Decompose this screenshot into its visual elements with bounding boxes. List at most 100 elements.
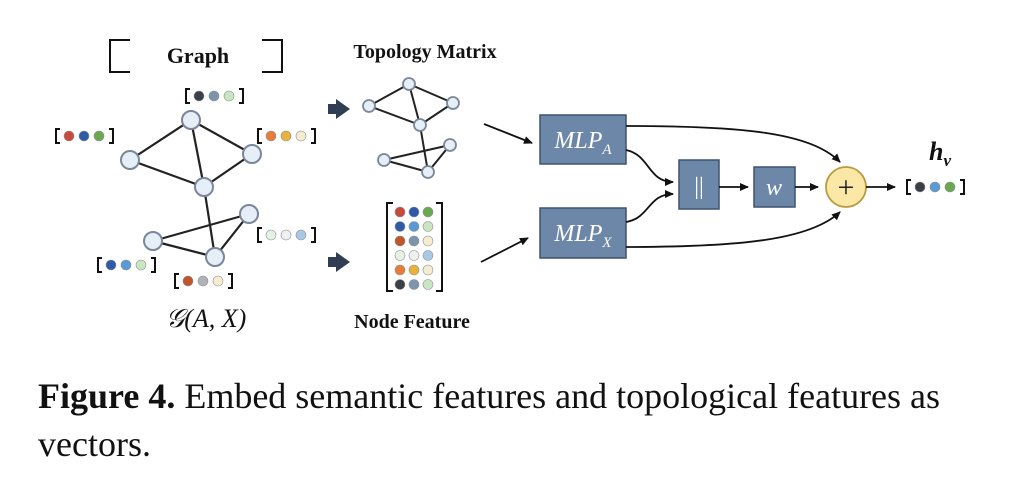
matrix-bracket-right <box>436 202 443 292</box>
vector-bracket-right <box>239 88 244 104</box>
weight-box: w <box>753 166 796 208</box>
arrow-to-mlp-x <box>480 237 529 263</box>
topology-node <box>446 96 460 110</box>
vector-dot <box>223 90 235 102</box>
vector-bracket-left <box>257 128 262 144</box>
concat-box: || <box>678 159 720 210</box>
matrix-dot <box>394 264 406 276</box>
vector-dot <box>265 130 277 142</box>
weight-label: w <box>766 175 782 201</box>
svg-text:hv: hv <box>929 137 951 170</box>
output-label: h <box>929 137 943 166</box>
node-feature-vectors <box>55 88 316 289</box>
vector-bracket-left <box>257 227 262 243</box>
topology-node <box>362 99 376 113</box>
vector-dot <box>197 275 209 287</box>
matrix-dot <box>394 221 406 232</box>
matrix-dot <box>422 250 434 261</box>
graph-node <box>194 177 214 197</box>
node-vector <box>55 128 114 144</box>
graph-title: Graph <box>167 43 229 68</box>
vector-bracket-left <box>55 128 60 144</box>
vector-dot <box>914 181 926 193</box>
mlp-a-label: MLP <box>553 128 602 154</box>
mlp-x-box: MLPX <box>539 207 627 259</box>
vector-dot <box>212 275 224 287</box>
graph-node <box>143 231 163 251</box>
caption-text: Embed semantic features and topological … <box>38 376 941 464</box>
sum-label: + <box>838 171 855 204</box>
input-graph <box>120 110 262 267</box>
matrix-dot <box>394 279 406 290</box>
graph-node <box>205 247 225 267</box>
vector-dot <box>929 181 941 193</box>
mlp-x-label: MLP <box>553 221 602 247</box>
matrix-dot <box>408 264 420 276</box>
mlp-x-subscript: X <box>601 235 612 251</box>
vector-dot <box>295 130 307 142</box>
topology-node <box>443 138 457 152</box>
vector-bracket-right <box>311 227 316 243</box>
vector-dot <box>105 259 117 271</box>
mlp-a-box: MLPA <box>539 114 627 165</box>
topology-node <box>413 118 427 132</box>
graph-bracket-right <box>262 39 283 73</box>
output-vector-values <box>906 179 965 195</box>
graph-node <box>239 204 259 224</box>
matrix-dot <box>422 221 434 232</box>
matrix-dot <box>394 250 406 261</box>
vector-dot <box>120 259 132 271</box>
matrix-dot <box>408 250 420 261</box>
arrow-to-mlp-a <box>483 123 533 144</box>
node-feature-title: Node Feature <box>354 311 470 333</box>
mlp-a-subscript: A <box>601 142 612 158</box>
skip-arrow-mlp-a <box>625 125 841 163</box>
skip-arrow-mlp-x <box>625 211 841 248</box>
output-subscript: v <box>943 151 951 170</box>
vector-dot <box>135 259 147 271</box>
matrix-dot <box>422 206 434 218</box>
graph-node <box>242 144 262 164</box>
vector-bracket-right <box>109 128 114 144</box>
vector-dot <box>265 229 277 241</box>
matrix-dot <box>408 206 420 218</box>
block-arrow-feature <box>328 252 350 272</box>
vector-bracket-right <box>151 257 156 273</box>
topology-node <box>377 153 391 167</box>
topology-graph <box>362 77 460 179</box>
matrix-dot <box>394 235 406 247</box>
svg-text:MLPA: MLPA <box>553 128 612 158</box>
graph-bracket-left <box>109 39 130 73</box>
vector-dot <box>182 275 194 287</box>
matrix-bracket-left <box>386 202 393 292</box>
output-vector <box>906 179 965 195</box>
svg-text:MLPX: MLPX <box>553 221 612 251</box>
concat-label: || <box>694 174 704 200</box>
matrix-dot <box>394 206 406 218</box>
vector-dot <box>63 130 75 142</box>
vector-bracket-right <box>960 179 965 195</box>
graph-symbol: 𝒢(A, X) <box>166 304 247 333</box>
graph-node <box>181 110 201 130</box>
vector-bracket-right <box>311 128 316 144</box>
vector-dot <box>295 229 307 241</box>
figure-caption: Figure 4. Embed semantic features and to… <box>38 372 1008 468</box>
matrix-dot <box>422 264 434 276</box>
topology-node <box>421 165 435 179</box>
node-vector <box>174 273 233 289</box>
node-vector <box>257 128 316 144</box>
node-vector <box>257 227 316 243</box>
sum-node: + <box>825 166 867 208</box>
graph-node <box>120 150 140 170</box>
matrix-dot <box>422 279 434 290</box>
vector-bracket-left <box>906 179 911 195</box>
matrix-dot <box>408 279 420 290</box>
caption-lead: Figure 4. <box>38 376 176 416</box>
graph-title-group: Graph <box>109 39 283 73</box>
node-vector <box>97 257 156 273</box>
vector-dot <box>280 130 292 142</box>
matrix-dot <box>408 235 420 247</box>
vector-dot <box>193 90 205 102</box>
node-vector <box>185 88 244 104</box>
vector-bracket-right <box>228 273 233 289</box>
